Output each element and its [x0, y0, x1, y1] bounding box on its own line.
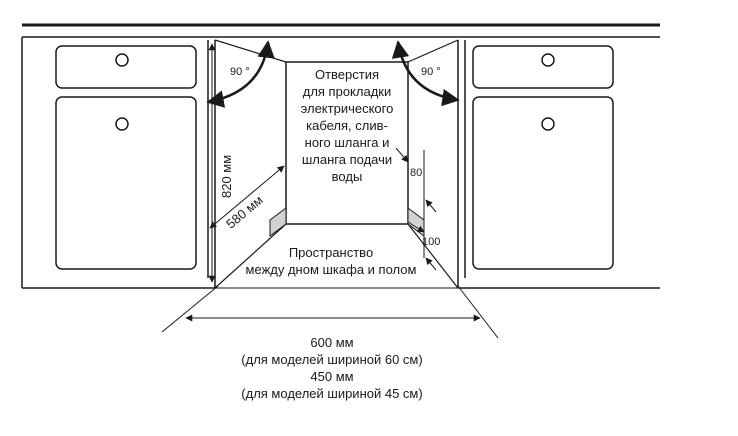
right-cabinet — [457, 40, 660, 289]
depth-dimension-line — [209, 165, 285, 229]
right-door — [472, 96, 614, 270]
holes-label-line: шланга подачи — [301, 152, 393, 167]
width-label-line: 450 мм — [310, 369, 354, 384]
countertop — [22, 23, 660, 38]
holes-label-line: для прокладки — [302, 84, 392, 99]
width-label-line: (для моделей шириной 45 см) — [241, 386, 423, 401]
holes-label-line: воды — [331, 169, 363, 184]
width-label-line: 600 мм — [310, 335, 354, 350]
right-angle-label: 90 ° — [421, 66, 441, 78]
height-label: 820 мм — [219, 154, 234, 198]
floor-space-label: Пространство между дном шкафа и полом — [226, 244, 436, 278]
left-drawer — [55, 45, 197, 89]
dim-100-label: 100 — [422, 236, 441, 248]
left-angle-label: 90 ° — [230, 66, 250, 78]
floor-space-line: между дном шкафа и полом — [245, 262, 417, 277]
width-label-line: (для моделей шириной 60 см) — [241, 352, 423, 367]
left-cabinet — [21, 37, 216, 289]
width-label: 600 мм (для моделей шириной 60 см) 450 м… — [206, 334, 458, 402]
holes-label: Отверстия для прокладки электрического к… — [288, 66, 406, 185]
holes-label-line: ного шланга и — [304, 135, 390, 150]
service-hole-dimensions — [395, 147, 437, 271]
holes-label-line: электрического — [300, 101, 394, 116]
left-door — [55, 96, 197, 270]
right-floor-panel — [407, 207, 425, 237]
holes-label-line: кабеля, слив- — [306, 118, 388, 133]
left-door-arc — [206, 40, 275, 108]
holes-label-line: Отверстия — [314, 67, 380, 82]
niche-back-wall — [285, 61, 409, 225]
floor-space-line: Пространство — [288, 245, 374, 260]
right-drawer-knob — [541, 53, 555, 67]
right-door-knob — [541, 117, 555, 131]
door-swing — [206, 40, 460, 108]
width-dimension — [161, 285, 499, 339]
right-door-arc — [391, 40, 460, 107]
right-drawer — [472, 45, 614, 89]
dim-80-label: 80 — [410, 167, 423, 179]
left-door-knob — [115, 117, 129, 131]
left-drawer-knob — [115, 53, 129, 67]
